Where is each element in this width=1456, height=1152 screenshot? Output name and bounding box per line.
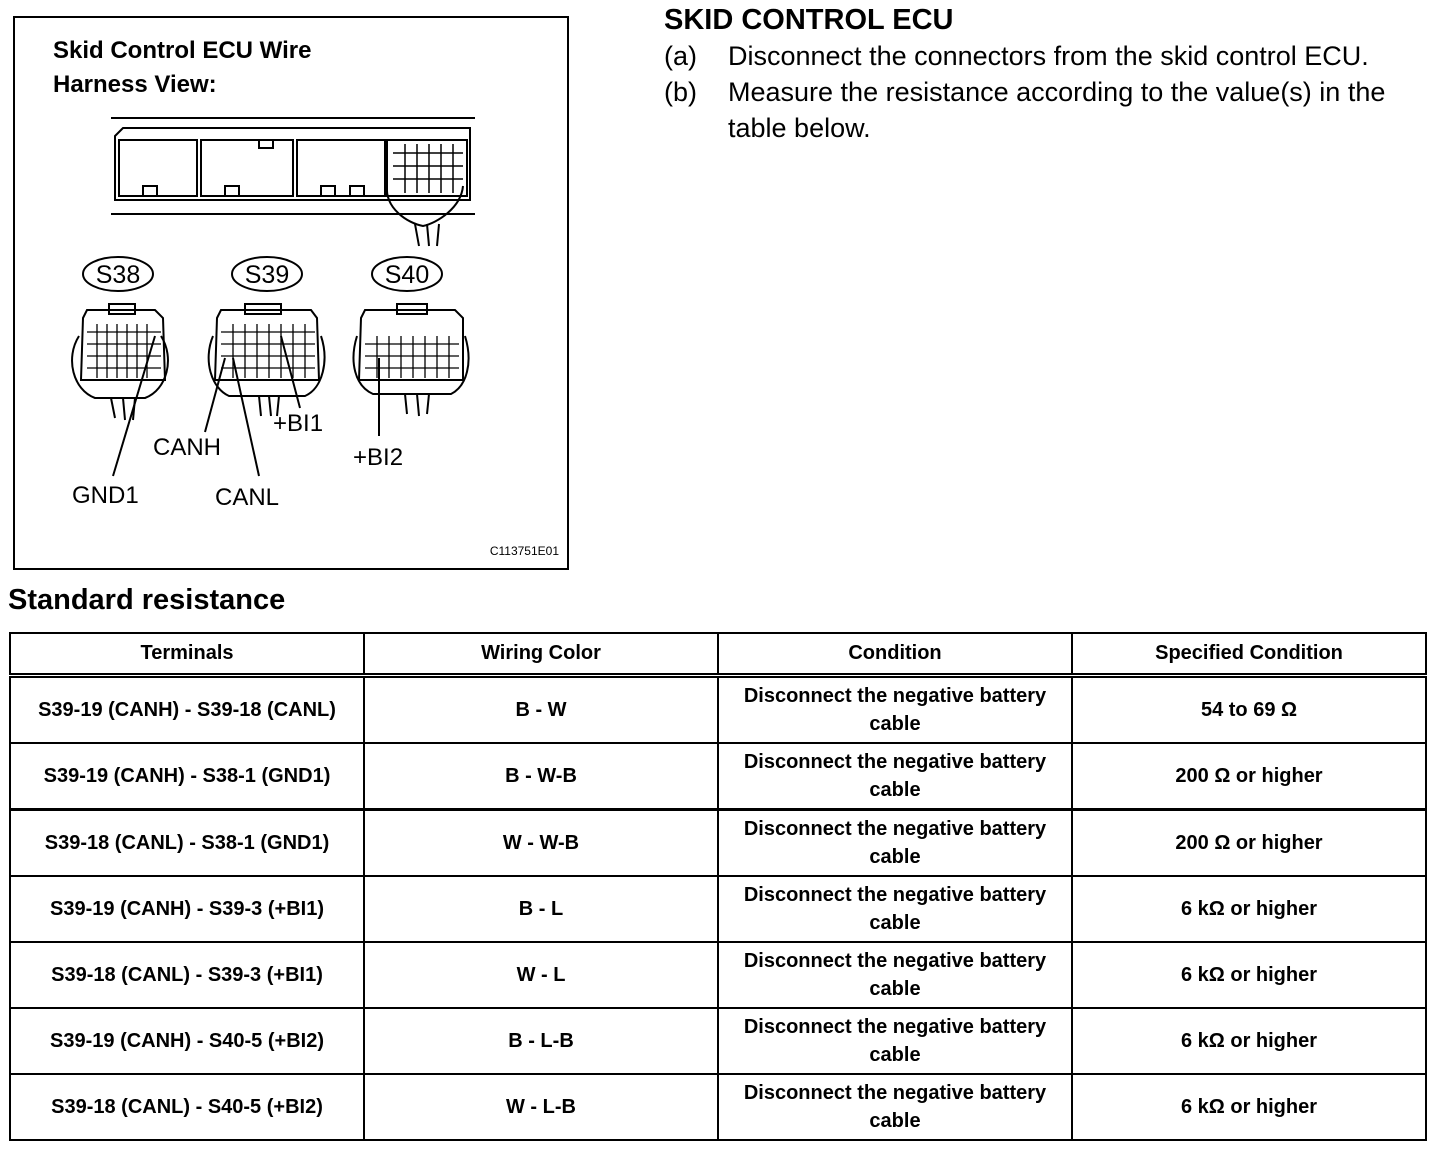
cell-condition: Disconnect the negative battery cable (717, 1073, 1073, 1141)
cell-specified-condition: 54 to 69 Ω (1071, 674, 1427, 744)
table-row: S39-18 (CANL) - S39-3 (+BI1) W - L Disco… (9, 941, 1427, 1009)
figure-code: C113751E01 (489, 544, 559, 558)
pin-label-bi2: +BI2 (353, 444, 404, 471)
step-b: (b) Measure the resistance according to … (664, 74, 1444, 146)
ecu-connector-diagram: S38 S39 S40 (71, 117, 475, 477)
cell-specified-condition: 200 Ω or higher (1071, 808, 1427, 877)
table-row: S39-19 (CANH) - S39-3 (+BI1) B - L Disco… (9, 875, 1427, 943)
header-terminals: Terminals (9, 632, 365, 678)
cell-specified-condition: 6 kΩ or higher (1071, 1007, 1427, 1075)
wire-harness-figure: Skid Control ECU Wire Harness View: (13, 16, 569, 570)
step-id: (a) (664, 41, 697, 71)
cell-condition: Disconnect the negative battery cable (717, 674, 1073, 744)
cell-terminals: S39-18 (CANL) - S40-5 (+BI2) (9, 1073, 365, 1141)
table-row: S39-18 (CANL) - S40-5 (+BI2) W - L-B Dis… (9, 1073, 1427, 1141)
cell-wiring-color: W - L-B (363, 1073, 719, 1141)
table-row: S39-19 (CANH) - S40-5 (+BI2) B - L-B Dis… (9, 1007, 1427, 1075)
pin-label-bi1: +BI1 (273, 410, 324, 437)
s38-connector (71, 303, 169, 477)
cell-condition: Disconnect the negative battery cable (717, 941, 1073, 1009)
pin-label-canh: CANH (153, 434, 222, 461)
cell-terminals: S39-19 (CANH) - S39-3 (+BI1) (9, 875, 365, 943)
cell-wiring-color: W - W-B (363, 808, 719, 877)
cell-terminals: S39-18 (CANL) - S39-3 (+BI1) (9, 941, 365, 1009)
cell-terminals: S39-19 (CANH) - S38-1 (GND1) (9, 742, 365, 811)
connector-label-s39: S39 (245, 261, 289, 289)
step-a: (a) Disconnect the connectors from the s… (664, 38, 1444, 74)
cell-specified-condition: 200 Ω or higher (1071, 742, 1427, 811)
instructions-title: SKID CONTROL ECU (664, 4, 954, 36)
header-condition: Condition (717, 632, 1073, 678)
cell-specified-condition: 6 kΩ or higher (1071, 1073, 1427, 1141)
table-row: S39-18 (CANL) - S38-1 (GND1) W - W-B Dis… (9, 808, 1427, 877)
table-row: S39-19 (CANH) - S38-1 (GND1) B - W-B Dis… (9, 742, 1427, 811)
section-heading: Standard resistance (8, 584, 286, 616)
cell-condition: Disconnect the negative battery cable (717, 875, 1073, 943)
pin-label-canl: CANL (215, 484, 280, 511)
cell-terminals: S39-19 (CANH) - S39-18 (CANL) (9, 674, 365, 744)
cell-specified-condition: 6 kΩ or higher (1071, 875, 1427, 943)
step-id: (b) (664, 77, 697, 107)
cell-wiring-color: B - L-B (363, 1007, 719, 1075)
cell-wiring-color: B - L (363, 875, 719, 943)
connector-label-s40: S40 (385, 261, 429, 289)
cell-condition: Disconnect the negative battery cable (717, 1007, 1073, 1075)
header-wiring-color: Wiring Color (363, 632, 719, 678)
pin-label-gnd1: GND1 (72, 482, 139, 509)
s40-connector (352, 303, 470, 436)
cell-wiring-color: B - W (363, 674, 719, 744)
step-text: Disconnect the connectors from the skid … (728, 41, 1369, 71)
cell-terminals: S39-19 (CANH) - S40-5 (+BI2) (9, 1007, 365, 1075)
cell-wiring-color: B - W-B (363, 742, 719, 811)
cell-condition: Disconnect the negative battery cable (717, 742, 1073, 811)
step-text: Measure the resistance according to the … (728, 77, 1386, 143)
table-row: S39-19 (CANH) - S39-18 (CANL) B - W Disc… (9, 674, 1427, 744)
table-header-row: Terminals Wiring Color Condition Specifi… (9, 632, 1427, 678)
instructions: SKID CONTROL ECU (a) Disconnect the conn… (664, 2, 1444, 146)
cell-specified-condition: 6 kΩ or higher (1071, 941, 1427, 1009)
figure-title: Skid Control ECU Wire Harness View: (53, 37, 312, 98)
cell-condition: Disconnect the negative battery cable (717, 808, 1073, 877)
s39-connector (204, 303, 326, 477)
standard-resistance-table: Terminals Wiring Color Condition Specifi… (9, 632, 1427, 1141)
header-specified-condition: Specified Condition (1071, 632, 1427, 678)
cell-wiring-color: W - L (363, 941, 719, 1009)
connector-label-s38: S38 (96, 261, 140, 289)
cell-terminals: S39-18 (CANL) - S38-1 (GND1) (9, 808, 365, 877)
